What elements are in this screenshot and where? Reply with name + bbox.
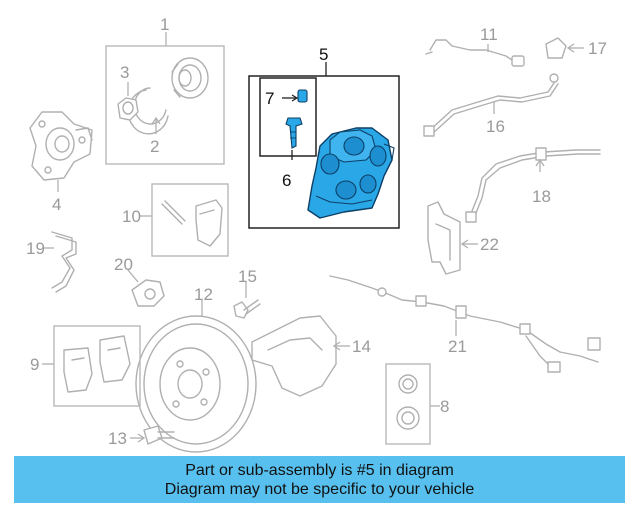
- callout-7: 7: [265, 89, 274, 108]
- callout-22: 22: [480, 235, 499, 254]
- part-7-bleeder-screw[interactable]: 7: [265, 89, 308, 108]
- callout-1: 1: [160, 15, 169, 34]
- part-8-seal-kit[interactable]: 8: [385, 363, 449, 445]
- part-5-caliper-assembly[interactable]: 5 7 6: [248, 45, 400, 229]
- callout-3: 3: [120, 63, 129, 82]
- part-3-nut[interactable]: 3: [117, 63, 139, 121]
- callout-6: 6: [282, 171, 291, 190]
- callout-9: 9: [30, 355, 39, 374]
- part-20-sensor[interactable]: 20: [114, 255, 165, 307]
- caliper-body: [307, 127, 395, 219]
- info-banner: Part or sub-assembly is #5 in diagram Di…: [14, 456, 625, 503]
- part-11-wear-sensor[interactable]: 11: [425, 25, 525, 67]
- callout-13: 13: [108, 429, 127, 448]
- part-14-splash-shield[interactable]: 14: [251, 315, 371, 397]
- part-17-cap[interactable]: 17: [545, 37, 607, 59]
- part-18-brake-hose[interactable]: 18: [465, 147, 601, 223]
- banner-line-1: Part or sub-assembly is #5 in diagram: [185, 461, 454, 479]
- part-9-brake-pads[interactable]: 9: [30, 325, 141, 407]
- part-12-rotor[interactable]: 12: [135, 285, 257, 453]
- part-21-abs-sensor-wire[interactable]: 21: [329, 275, 601, 373]
- callout-8: 8: [440, 397, 449, 416]
- callout-15: 15: [238, 267, 257, 286]
- callout-20: 20: [114, 255, 133, 274]
- callout-2: 2: [150, 137, 159, 156]
- part-10-pad-hardware[interactable]: 10: [122, 183, 229, 257]
- callout-10: 10: [122, 207, 141, 226]
- callout-12: 12: [194, 285, 213, 304]
- part-2-snap-ring[interactable]: 2: [150, 116, 161, 156]
- callout-17: 17: [588, 39, 607, 58]
- part-15-bolt[interactable]: 15: [233, 267, 261, 319]
- part-1-bearing-kit[interactable]: 1: [105, 15, 225, 165]
- part-4-hub[interactable]: 4: [29, 111, 93, 214]
- callout-16: 16: [486, 117, 505, 136]
- callout-11: 11: [480, 25, 498, 44]
- callout-14: 14: [352, 337, 371, 356]
- part-16-brake-line[interactable]: 16: [423, 73, 559, 137]
- callout-4: 4: [52, 195, 61, 214]
- callout-5: 5: [319, 45, 328, 64]
- part-6-guide-bolt[interactable]: 6: [282, 117, 303, 190]
- callout-18: 18: [532, 187, 551, 206]
- banner-line-2: Diagram may not be specific to your vehi…: [164, 480, 475, 498]
- callout-19: 19: [26, 239, 45, 258]
- callout-21: 21: [448, 337, 467, 356]
- part-22-bracket[interactable]: 22: [427, 201, 499, 275]
- part-13-bolt[interactable]: 13: [108, 425, 175, 448]
- part-19-spring-clip[interactable]: 19: [26, 231, 77, 293]
